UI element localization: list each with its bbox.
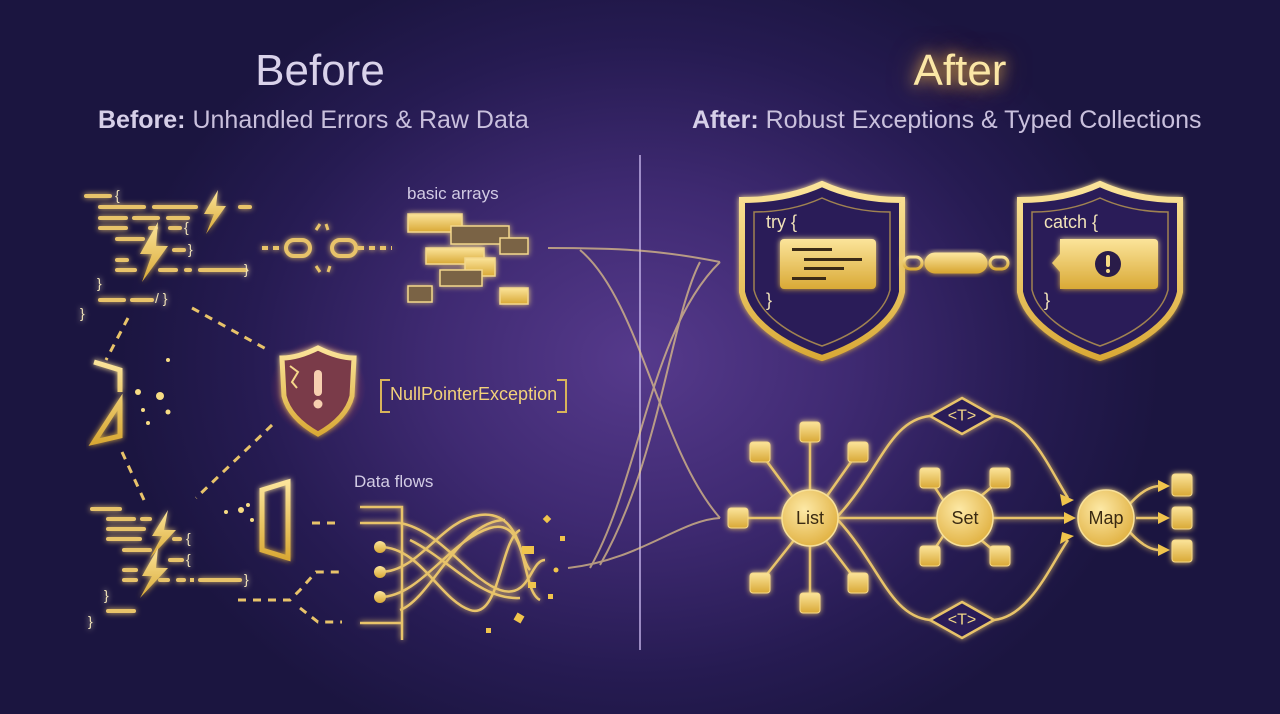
basic-arrays-label: basic arrays	[407, 184, 499, 203]
code-lines-icon-bottom: { { } } }	[88, 507, 249, 629]
sparks	[135, 358, 254, 522]
cracked-shield-warning-icon	[279, 345, 357, 437]
svg-text:}: }	[80, 305, 85, 321]
svg-text:{: {	[184, 219, 189, 235]
tangled-wires-icon	[360, 505, 546, 640]
data-flow-inputs	[374, 541, 386, 603]
set-node	[936, 489, 994, 547]
generic-type-top-text: <T>	[948, 408, 976, 425]
svg-text:{: {	[186, 551, 191, 567]
data-flows-label: Data flows	[354, 472, 434, 491]
after-subtitle: After: Robust Exceptions & Typed Collect…	[692, 106, 1202, 135]
chain-link-icon	[876, 252, 1058, 274]
svg-text:{: {	[186, 530, 191, 546]
dashed-connectors	[104, 306, 342, 624]
catch-close-text: }	[1044, 290, 1050, 310]
svg-text:{: {	[115, 187, 120, 203]
try-code-card	[780, 239, 876, 289]
after-subtitle-bold: After:	[692, 106, 759, 134]
generic-type-bottom-text: <T>	[948, 612, 976, 629]
scattered-bits	[486, 514, 565, 633]
broken-door-icon-bottom	[259, 478, 291, 562]
svg-text:}: }	[88, 613, 93, 629]
broken-door-icon	[88, 359, 123, 446]
svg-text:/ }: / }	[155, 290, 168, 306]
before-subtitle-bold: Before:	[98, 106, 186, 134]
array-blocks-icon	[407, 213, 529, 305]
try-close-text: }	[766, 290, 772, 310]
before-subtitle-text: Unhandled Errors & Raw Data	[185, 106, 529, 134]
catch-open-text: catch {	[1044, 212, 1098, 232]
null-pointer-exception-label: NullPointerException	[379, 379, 568, 413]
map-node-text: Map	[1088, 508, 1123, 528]
map-node	[1077, 489, 1135, 547]
after-title: After	[913, 46, 1007, 95]
svg-text:}: }	[244, 571, 249, 587]
svg-text:}: }	[97, 275, 102, 291]
catch-card	[1052, 239, 1158, 289]
lightning-icon-bottom	[140, 510, 176, 598]
svg-text:}: }	[244, 261, 249, 277]
collection-element-squares	[727, 421, 1193, 614]
generic-type-diamond-bottom	[927, 600, 997, 640]
generic-type-diamond-top	[927, 396, 997, 436]
transition-curves	[547, 247, 721, 569]
try-open-text: try {	[766, 212, 797, 232]
before-subtitle: Before: Unhandled Errors & Raw Data	[98, 106, 529, 135]
broken-chain-icon	[262, 223, 392, 273]
after-subtitle-text: Robust Exceptions & Typed Collections	[758, 106, 1202, 134]
list-node-text: List	[796, 508, 824, 528]
svg-text:}: }	[104, 587, 109, 603]
svg-text:}: }	[188, 241, 193, 257]
lightning-icon	[140, 190, 226, 282]
list-node	[781, 489, 839, 547]
set-node-text: Set	[951, 508, 978, 528]
code-lines-icon: { { } } } / } }	[80, 187, 252, 321]
before-title: Before	[255, 46, 385, 95]
arrow-icon	[1060, 480, 1170, 556]
